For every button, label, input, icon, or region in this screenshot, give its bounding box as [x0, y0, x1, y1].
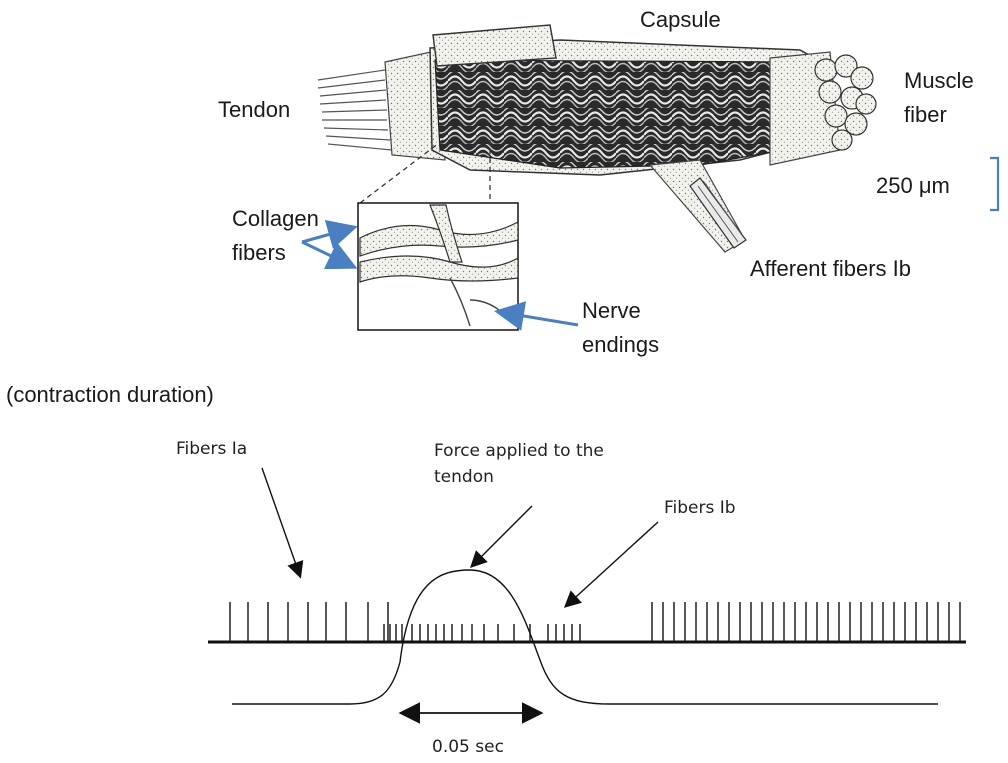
capsule-label: Capsule: [640, 7, 721, 33]
afferent-nerve-branch: [650, 160, 746, 252]
muscle-fiber-label-line2: fiber: [904, 102, 947, 128]
afferent-fibers-label: Afferent fibers Ib: [750, 256, 911, 282]
black-pointer-arrows: [262, 468, 658, 606]
nerve-endings-label-line2: endings: [582, 332, 659, 358]
contraction-duration-heading: (contraction duration): [6, 382, 214, 408]
duration-label: 0.05 sec: [432, 736, 504, 758]
capsule-body: [430, 25, 818, 175]
magnified-inset: [358, 203, 518, 330]
tendon-strands: [318, 50, 445, 160]
spike-train: [230, 602, 960, 642]
fibers-ib-label: Fibers Ib: [664, 497, 736, 519]
tendon-label: Tendon: [218, 97, 290, 123]
scale-label: 250 μm: [876, 173, 950, 199]
muscle-fiber-label-line1: Muscle: [904, 68, 974, 94]
fibers-ia-label: Fibers Ia: [176, 438, 247, 460]
scale-bar: [990, 158, 998, 210]
muscle-fiber-bundle: [770, 52, 876, 165]
collagen-label-line1: Collagen: [232, 206, 319, 232]
force-curve: [232, 570, 938, 704]
force-label-line1: Force applied to the: [434, 440, 604, 462]
nerve-endings-label-line1: Nerve: [582, 298, 641, 324]
collagen-label-line2: fibers: [232, 240, 286, 266]
force-label-line2: tendon: [434, 466, 494, 488]
